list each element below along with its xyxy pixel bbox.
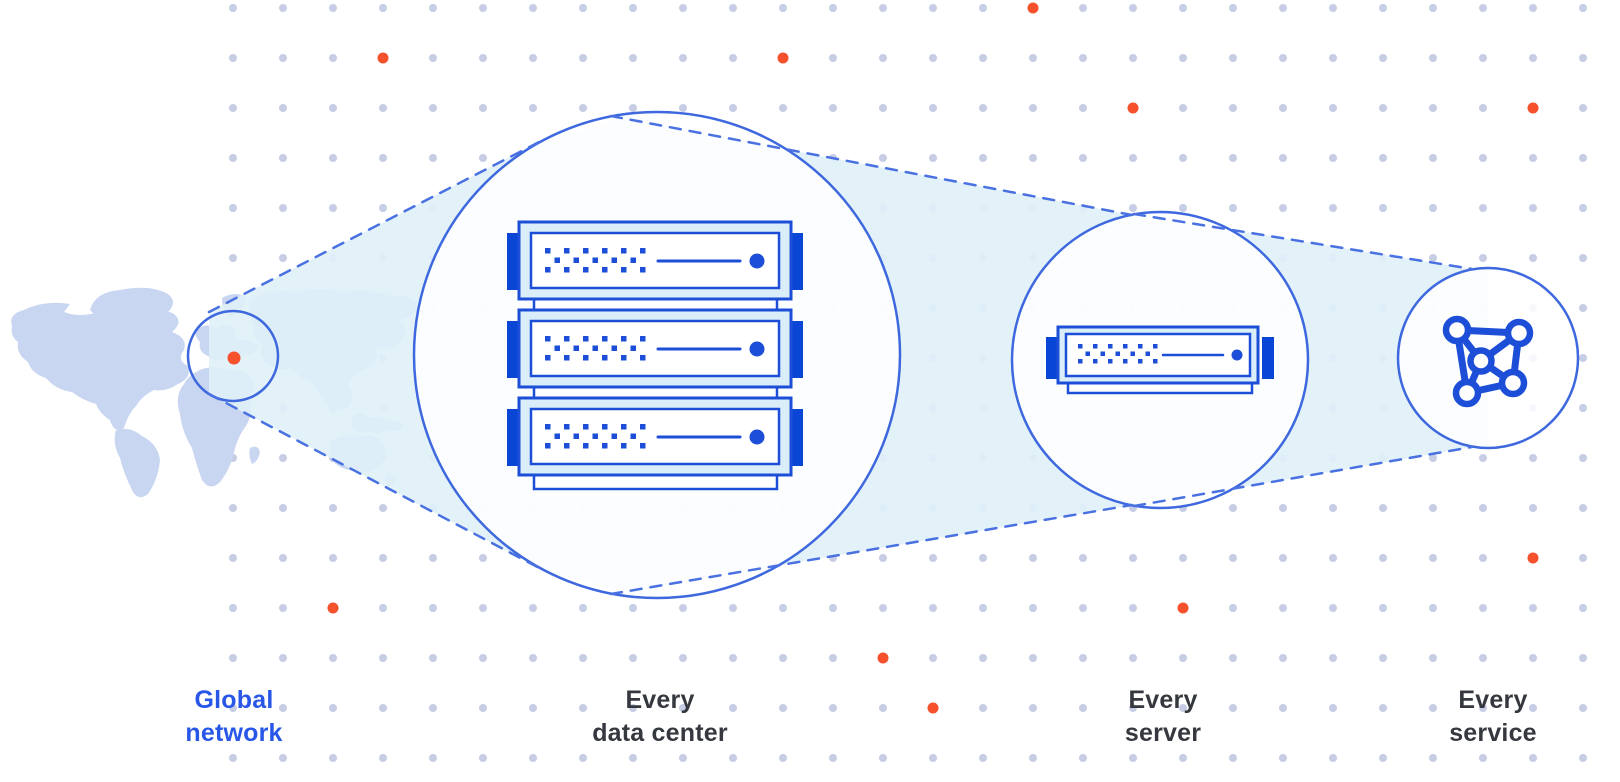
server-vent-matrix (1078, 344, 1158, 364)
landmass-north-america (11, 302, 189, 430)
single-server (1046, 325, 1274, 395)
server-unit-1 (505, 220, 805, 301)
label-line: service (1449, 719, 1537, 747)
landmass-south-america (114, 428, 160, 498)
zoom-dashed-lines (207, 114, 1474, 596)
dashed-line-top-1 (207, 137, 547, 314)
datacenter-rack (505, 220, 805, 491)
label-line: Every (625, 686, 695, 714)
server-unit-2 (505, 308, 805, 389)
dashed-line-bottom-1 (207, 392, 547, 573)
dashed-line-bottom-2 (609, 503, 1134, 596)
server-led-icon (1231, 349, 1243, 361)
map-pin-icon (227, 351, 241, 365)
rack-ear-left (1046, 337, 1058, 379)
label-line: Every (1128, 686, 1198, 714)
network-node (1504, 318, 1534, 348)
network-node (1452, 378, 1482, 408)
network-node (1498, 368, 1528, 398)
network-node-center (1467, 347, 1495, 375)
map-highlight-circle (186, 309, 280, 403)
label-every-data-center: Every data center (592, 684, 728, 750)
label-line: Global (194, 686, 274, 714)
rack-ear-right (1262, 337, 1274, 379)
label-every-service: Every service (1449, 684, 1537, 750)
label-line: network (185, 719, 283, 747)
dashed-line-top-3 (1132, 212, 1474, 271)
server-unit-3 (505, 396, 805, 477)
dashed-line-bottom-3 (1132, 445, 1474, 508)
landmass-madagascar (249, 446, 260, 464)
label-line: data center (592, 719, 728, 747)
label-every-server: Every server (1125, 684, 1201, 750)
network-node (1442, 315, 1472, 345)
label-line: Every (1458, 686, 1528, 714)
dashed-line-top-2 (609, 114, 1134, 217)
label-line: server (1124, 719, 1202, 747)
network-icon (1442, 315, 1534, 408)
label-global-network: Global network (185, 684, 282, 750)
